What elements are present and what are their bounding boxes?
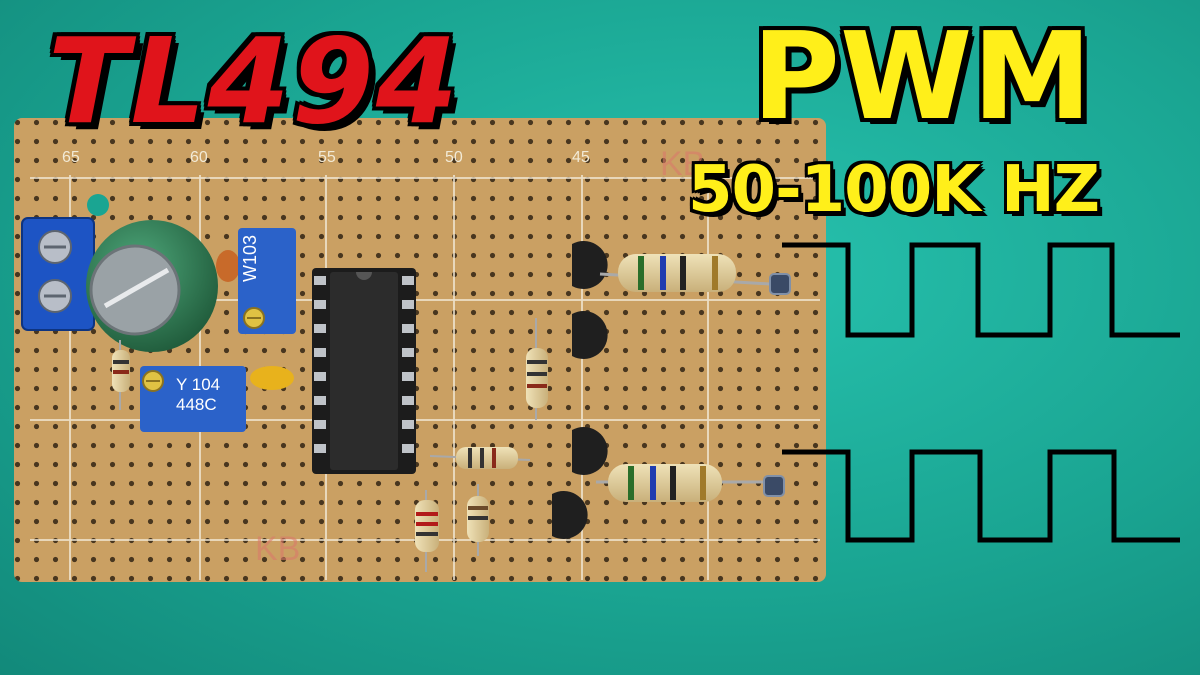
resistor-large-top <box>599 254 771 292</box>
column-number: 50 <box>445 149 463 166</box>
resistor-vertical-right <box>467 484 489 556</box>
pwm-square-waves <box>782 242 1180 543</box>
column-number: 60 <box>190 149 208 166</box>
output-pin-bottom <box>763 475 785 497</box>
board-column-numbers: 65 60 55 50 45 <box>62 149 590 166</box>
transistor <box>552 491 588 539</box>
column-number: 65 <box>62 149 80 166</box>
transistor <box>572 241 608 289</box>
trimmer-code-line1: Y 104 <box>176 375 220 394</box>
resistor-small-left <box>112 340 130 410</box>
transistor <box>572 427 608 475</box>
transistors <box>552 241 608 539</box>
trimmer-code: W103 <box>240 235 260 282</box>
svg-text:KB: KB <box>660 145 705 183</box>
square-wave-top <box>782 242 1180 338</box>
title-pwm: PWM <box>752 8 1092 147</box>
square-wave-bottom <box>782 449 1180 543</box>
transistor <box>572 311 608 359</box>
trimmer-potentiometer-top: W103 <box>238 228 296 334</box>
column-number: 55 <box>318 149 336 166</box>
ceramic-capacitor-yellow <box>250 366 294 390</box>
tl494-ic-chip <box>312 268 416 474</box>
column-number: 45 <box>572 149 590 166</box>
resistor-small-horizontal <box>429 447 531 469</box>
title-tl494: TL494 <box>48 12 460 150</box>
trimmer-code-line2: 448C <box>176 395 217 414</box>
trimmer-potentiometer-bottom: Y 104 448C <box>140 366 246 432</box>
resistor-vertical-left <box>415 490 439 572</box>
output-pin-top <box>769 273 791 295</box>
svg-text:KB: KB <box>255 530 300 568</box>
title-frequency: 50-100K HZ <box>688 153 1100 227</box>
screw-terminal <box>21 217 95 331</box>
resistor-vertical-middle <box>526 318 548 420</box>
ceramic-capacitor <box>216 250 240 282</box>
resistor-large-bottom <box>596 464 770 502</box>
electrolytic-capacitor <box>86 220 218 352</box>
